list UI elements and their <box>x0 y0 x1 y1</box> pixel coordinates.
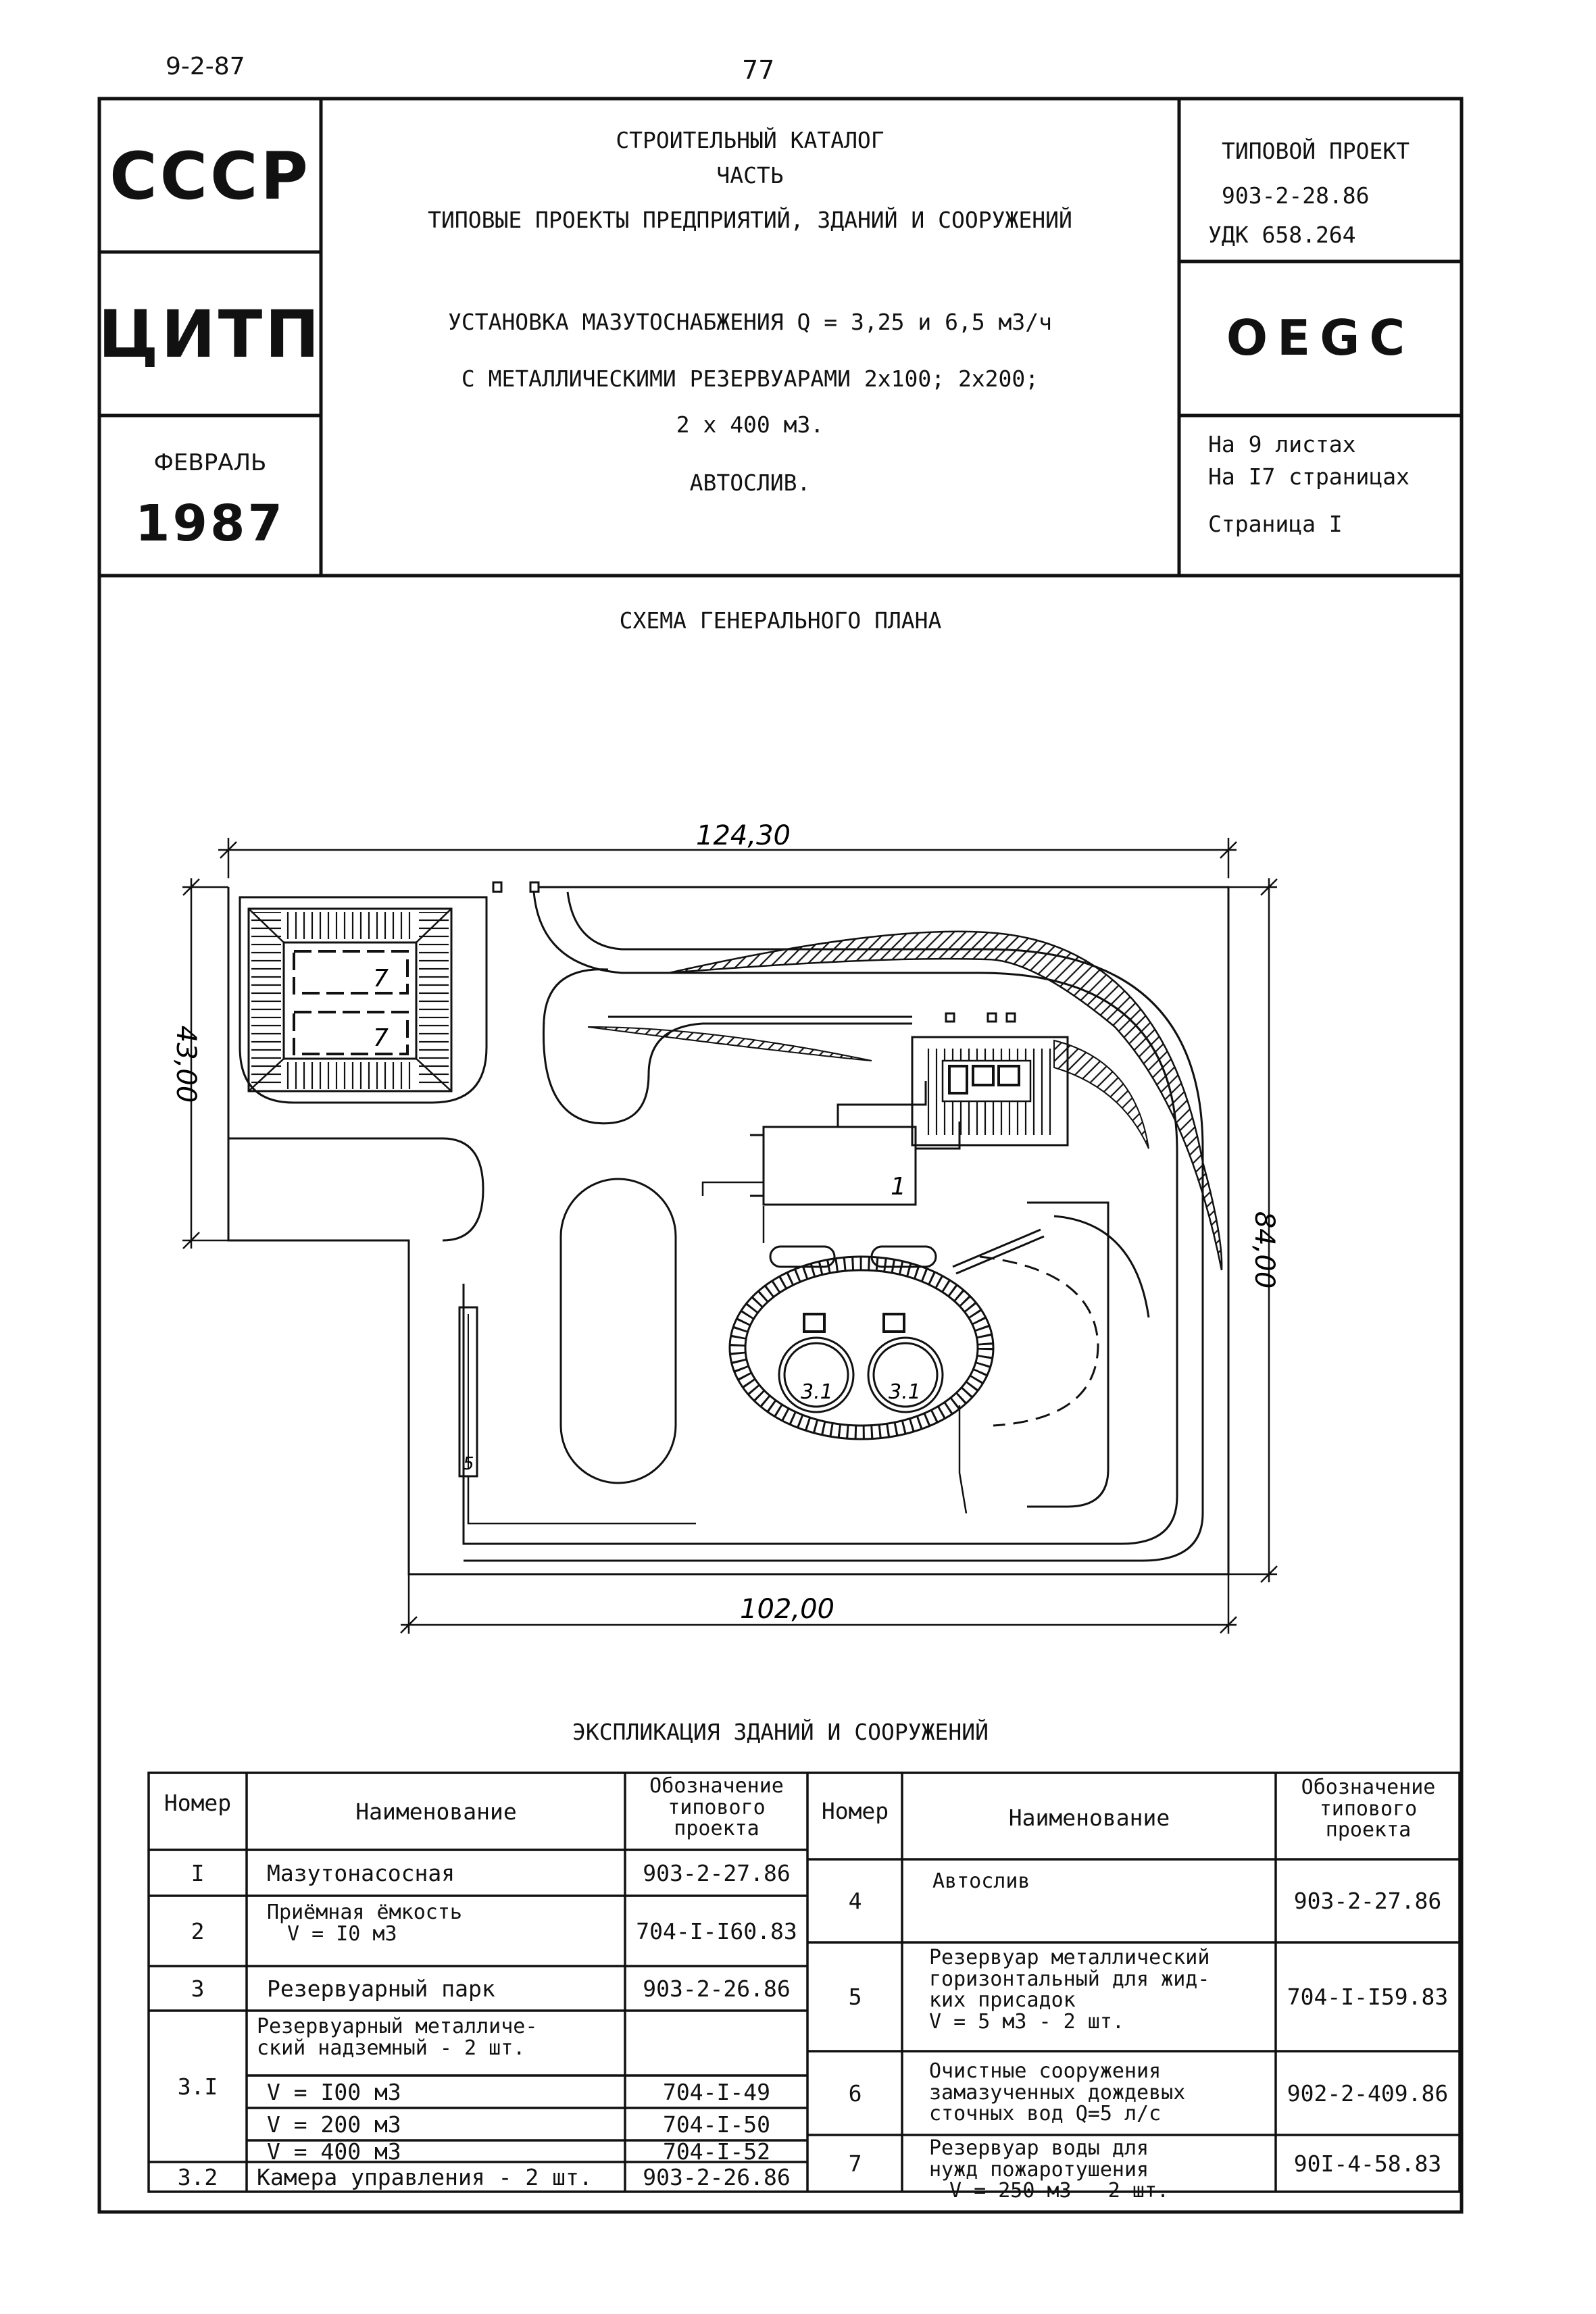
row-32-number: 3.2 <box>177 2163 218 2190</box>
project-code: 903-2-28.86 <box>1222 182 1370 209</box>
row-2-name-line-1: Приёмная ёмкость <box>267 1901 462 1924</box>
row-5-name-line-1: Резервуар металлический <box>929 1946 1210 1969</box>
col-header-designation: Обозначение типового проекта <box>627 1776 806 1840</box>
row-2-name-line-2: V = I0 м3 <box>287 1921 397 1946</box>
catalog-line-2: ЧАСТЬ <box>716 161 784 188</box>
row-6-name-line-2: замазученных дождевых <box>929 2080 1186 2105</box>
page-number: 77 <box>742 55 775 85</box>
title-line-3: 2 х 400 м3. <box>676 411 824 438</box>
row-31-number: 3.I <box>177 2073 218 2100</box>
issue-month: ФЕВРАЛЬ <box>153 449 267 476</box>
row-7-name-line-2: нужд пожаротушения <box>929 2157 1149 2182</box>
row-5-number: 5 <box>848 1984 862 2010</box>
designation-line-2: типового <box>1319 1796 1418 1821</box>
row-1-number: I <box>191 1859 205 1886</box>
row-31-name: Резервуарный металличе- ский надземный -… <box>257 2016 622 2059</box>
org-citp: ЦИТП <box>98 297 322 372</box>
designation-line-3: проекта <box>674 1817 759 1840</box>
label-pump-house: 1 <box>891 1173 906 1201</box>
plan-title: СХЕМА ГЕНЕРАЛЬНОГО ПЛАНА <box>619 607 942 634</box>
row-3-number: 3 <box>191 1975 205 2002</box>
col-header-name-right: Наименование <box>1008 1804 1170 1831</box>
page-label: Страница I <box>1208 511 1343 537</box>
udk-code: УДК 658.264 <box>1208 222 1356 248</box>
dim-bottom-label: 102,00 <box>740 1594 834 1625</box>
title-line-4: АВТОСЛИВ. <box>689 469 811 496</box>
row-7-code: 90I-4-58.83 <box>1293 2150 1442 2177</box>
row-7-name: Резервуар воды для нужд пожаротушения V … <box>929 2138 1274 2202</box>
row-5-code: 704-I-I59.83 <box>1287 1984 1449 2010</box>
row-4-number: 4 <box>848 1888 862 1914</box>
label-fire-tank-2: 7 <box>373 1024 389 1052</box>
row-31-volume-400: V = 400 м3 <box>267 2138 401 2165</box>
row-3-name: Резервуарный парк <box>267 1975 495 2002</box>
row-31-volume-100: V = I00 м3 <box>267 2078 401 2105</box>
row-31-name-line-1: Резервуарный металличе- <box>257 2015 538 2038</box>
org-ussr: СССР <box>109 139 311 214</box>
row-1-code: 903-2-27.86 <box>643 1859 791 1886</box>
row-5-name-line-4: V = 5 м3 - 2 шт. <box>929 2009 1124 2034</box>
row-7-name-line-1: Резервуар воды для <box>929 2136 1149 2160</box>
row-3-code: 903-2-26.86 <box>643 1975 791 2002</box>
row-5-name-line-3: ких присадок <box>929 1988 1076 2012</box>
explication-title: ЭКСПЛИКАЦИЯ ЗДАНИЙ И СООРУЖЕНИЙ <box>572 1718 989 1745</box>
row-2-name: Приёмная ёмкость V = I0 м3 <box>267 1902 622 1944</box>
dim-top-label: 124,30 <box>696 820 791 851</box>
row-31-name-line-2: ский надземный - 2 шт. <box>257 2036 526 2060</box>
row-31-volume-200: V = 200 м3 <box>267 2111 401 2138</box>
row-2-code: 704-I-I60.83 <box>636 1917 797 1944</box>
issue-year: 1987 <box>135 495 285 553</box>
page-count: На I7 страницах <box>1208 463 1410 490</box>
row-7-number: 7 <box>848 2150 862 2177</box>
designation-line-3: проекта <box>1325 1818 1412 1842</box>
label-horizontal-tank: 5 <box>463 1454 474 1474</box>
designation-line-1: Обозначение <box>1301 1776 1436 1799</box>
row-2-number: 2 <box>191 1917 205 1944</box>
col-header-number-right: Номер <box>821 1797 889 1824</box>
row-4-code: 903-2-27.86 <box>1293 1888 1442 1914</box>
row-6-number: 6 <box>848 2080 862 2107</box>
dim-right-label: 84,00 <box>1249 1211 1280 1289</box>
row-6-code: 902-2-409.86 <box>1287 2080 1449 2107</box>
page-code: 9-2-87 <box>166 53 245 80</box>
row-5-name-line-2: горизонтальный для жид- <box>929 1967 1210 1991</box>
catalog-line-3: ТИПОВЫЕ ПРОЕКТЫ ПРЕДПРИЯТИЙ, ЗДАНИЙ И СО… <box>428 206 1072 233</box>
row-31-code-200: 704-I-50 <box>663 2111 770 2138</box>
row-6-name-line-3: сточных вод Q=5 л/с <box>929 2102 1162 2126</box>
label-tank-2: 3.1 <box>889 1380 921 1404</box>
row-6-name: Очистные сооружения замазученных дождевы… <box>929 2061 1274 2125</box>
title-line-2: С МЕТАЛЛИЧЕСКИМИ РЕЗЕРВУАРАМИ 2х100; 2х2… <box>461 365 1039 392</box>
sheet-count: На 9 листах <box>1208 431 1356 457</box>
catalog-line-1: СТРОИТЕЛЬНЫЙ КАТАЛОГ <box>616 126 884 153</box>
title-line-1: УСТАНОВКА МАЗУТОСНАБЖЕНИЯ Q = 3,25 и 6,5… <box>447 308 1053 335</box>
designation-line-1: Обозначение <box>649 1774 784 1798</box>
label-fire-tank-1: 7 <box>373 965 389 992</box>
row-5-name: Резервуар металлический горизонтальный д… <box>929 1947 1274 2032</box>
row-31-code-400: 704-I-52 <box>663 2138 770 2165</box>
col-header-designation-right: Обозначение типового проекта <box>1277 1777 1460 1841</box>
row-31-code-100: 704-I-49 <box>663 2078 770 2105</box>
row-1-name: Мазутонасосная <box>267 1859 455 1886</box>
designation-line-2: типового <box>668 1795 766 1819</box>
row-6-name-line-1: Очистные сооружения <box>929 2059 1162 2083</box>
dim-left-label: 43,00 <box>170 1026 201 1103</box>
label-tank-1: 3.1 <box>801 1380 833 1404</box>
col-header-name: Наименование <box>355 1798 517 1825</box>
series-code: OEGC <box>1226 309 1415 366</box>
col-header-number: Номер <box>164 1789 232 1816</box>
row-32-code: 903-2-26.86 <box>643 2163 791 2190</box>
row-32-name: Камера управления - 2 шт. <box>257 2163 593 2190</box>
project-label: ТИПОВОЙ ПРОЕКТ <box>1222 138 1410 164</box>
row-4-name: Автослив <box>932 1869 1030 1893</box>
row-7-name-line-3: V = 250 м3 - 2 шт. <box>949 2179 1170 2203</box>
